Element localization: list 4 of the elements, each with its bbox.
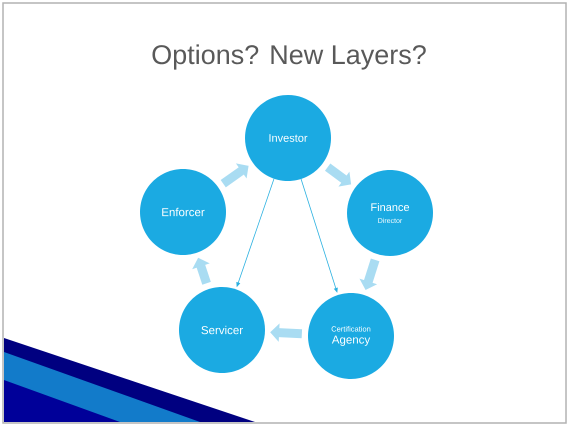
- title: Options? New Layers?: [152, 44, 426, 70]
- circle-node: Enforcer: [140, 169, 226, 255]
- circle-node: Investor: [245, 95, 331, 181]
- circle-node: Servicer: [179, 287, 265, 373]
